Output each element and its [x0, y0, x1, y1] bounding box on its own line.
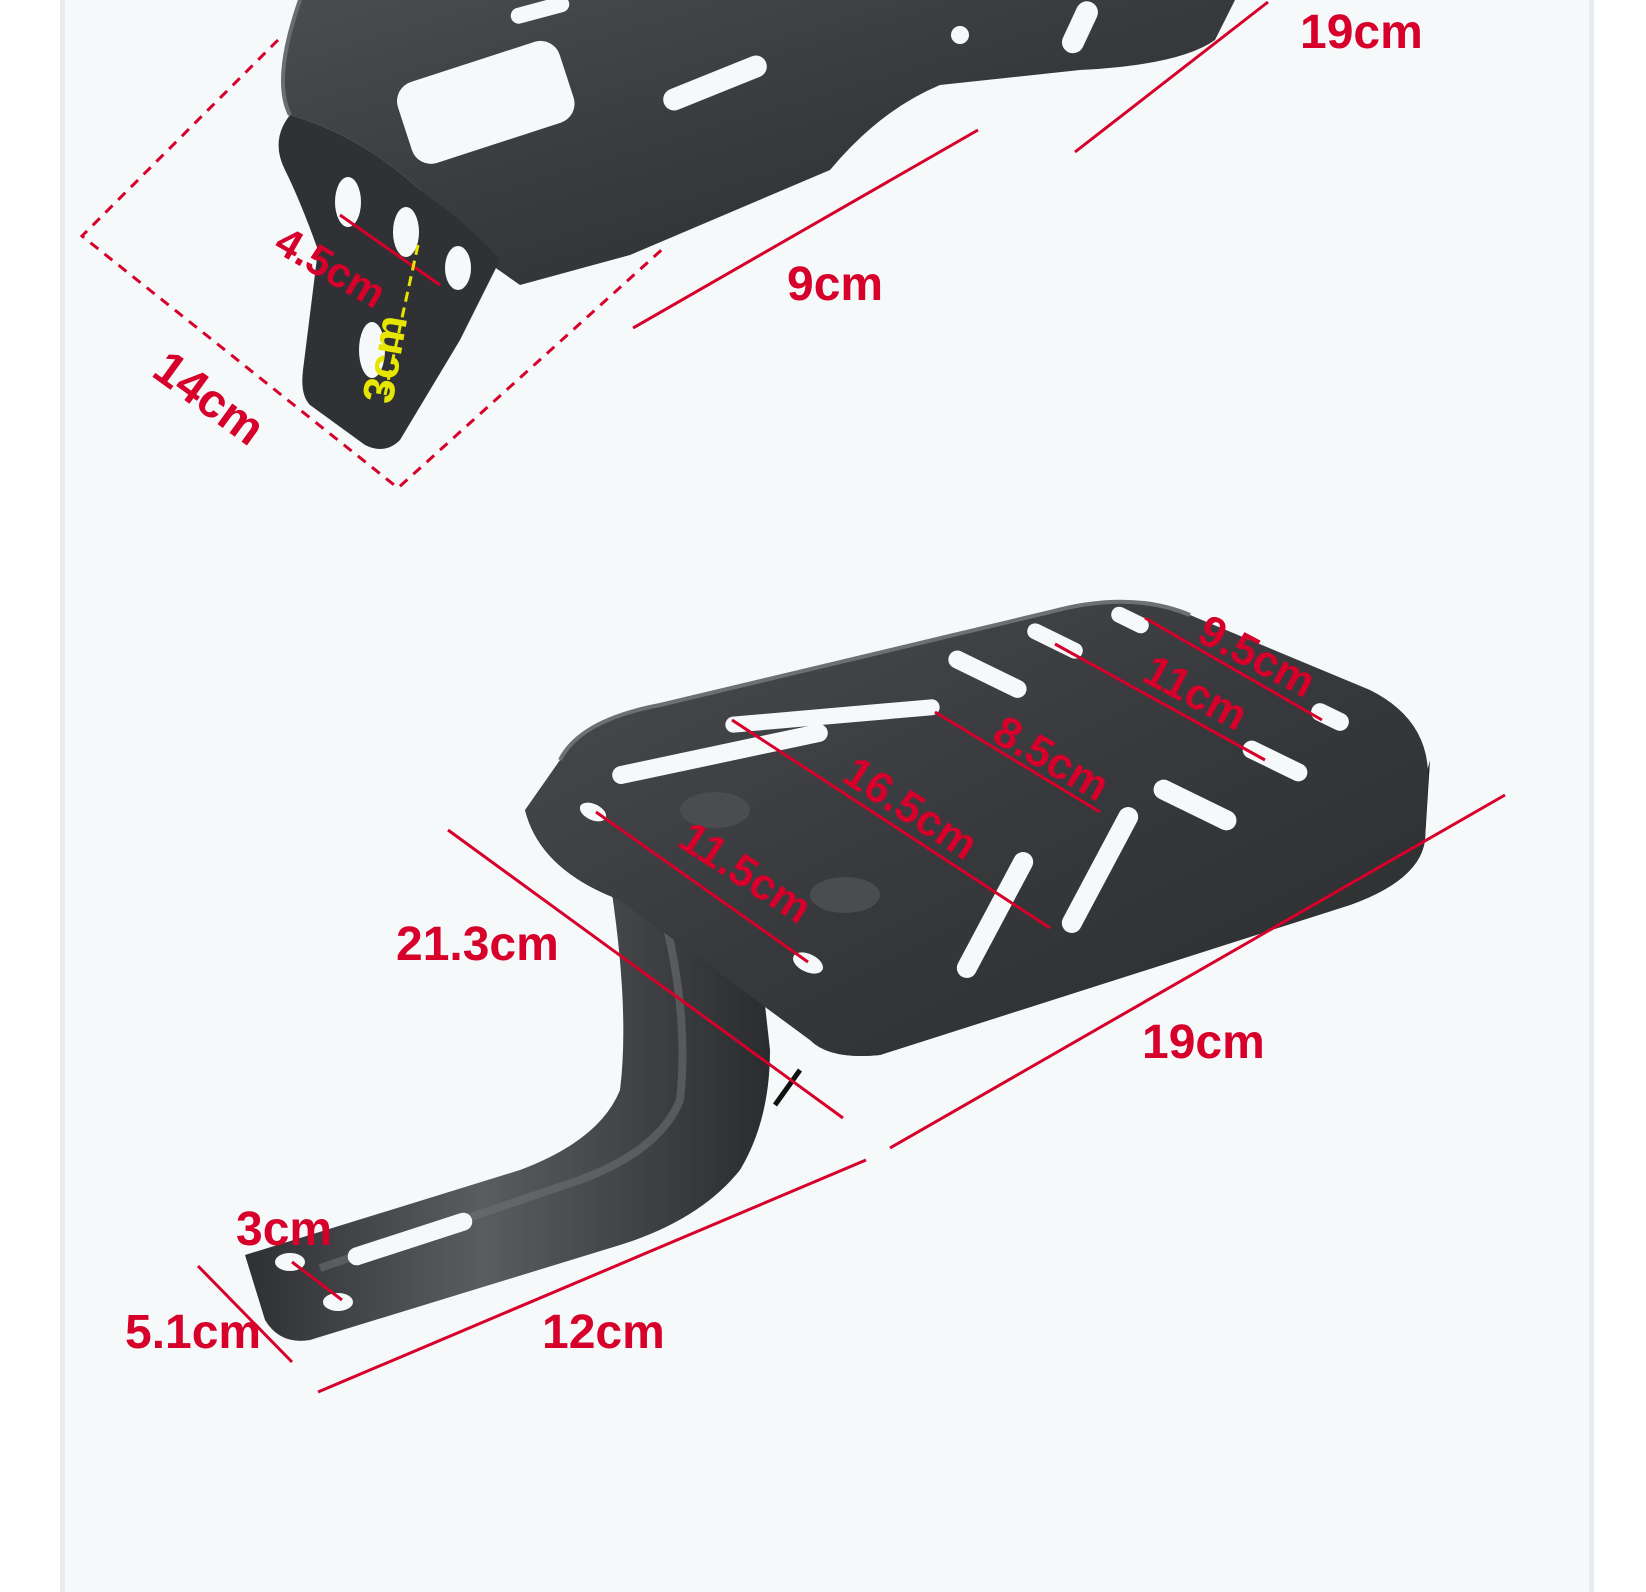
dim-line-3cm-arm — [291, 1260, 343, 1302]
top-dimensions — [79, 0, 1269, 490]
slot-c — [1111, 606, 1149, 634]
plate-highlight — [558, 599, 1191, 761]
plate-hole-1 — [579, 802, 607, 822]
plate-dimple-1 — [680, 792, 750, 828]
slot-f — [1153, 779, 1237, 831]
right-shadow — [1589, 0, 1594, 1592]
dim-line-21-3cm — [447, 828, 844, 1120]
label-19cm-top: 19cm — [1300, 6, 1423, 59]
dim-line-19cm-top — [1074, 0, 1269, 154]
top-slot-3 — [1061, 1, 1098, 54]
label-9cm: 9cm — [787, 258, 883, 311]
dim-line-16-5cm — [731, 718, 1051, 930]
label-19cm-bottom: 19cm — [1142, 1016, 1265, 1069]
dim-line-9-5cm — [1144, 616, 1323, 722]
dim-line-12cm — [317, 1158, 867, 1394]
bottom-bracket — [245, 599, 1430, 1341]
top-slot-2 — [510, 0, 570, 24]
plate-slots — [579, 606, 1349, 978]
label-14cm: 14cm — [144, 341, 274, 456]
cable — [772, 1068, 803, 1107]
slot-e — [1242, 740, 1308, 782]
top-bolt-hole — [951, 26, 969, 44]
label-12cm: 12cm — [542, 1306, 665, 1359]
bottom-arm — [245, 880, 770, 1341]
dim-line-11cm — [1054, 642, 1266, 762]
label-3cm-arm: 3cm — [236, 1203, 332, 1256]
dim-line-8-5cm — [934, 710, 1101, 814]
slot-upper-mid — [725, 699, 940, 733]
plate-dimple-2 — [810, 877, 880, 913]
slot-g — [1061, 807, 1139, 933]
dim-line-19cm-bottom — [889, 793, 1506, 1150]
slot-d — [1311, 703, 1349, 731]
arm-slot — [347, 1212, 473, 1266]
dim-line-9cm — [632, 128, 979, 330]
slot-a — [948, 650, 1027, 698]
label-5-1cm: 5.1cm — [125, 1306, 261, 1359]
top-cutout — [397, 40, 575, 164]
slot-h — [956, 852, 1034, 978]
top-bracket — [278, 0, 1235, 449]
left-shadow — [60, 0, 65, 1592]
leg-hole-4 — [359, 322, 385, 378]
arm-hole-2 — [323, 1293, 353, 1311]
dim-line-11-5cm — [595, 810, 809, 964]
dim-line-5-1cm — [196, 1264, 294, 1364]
dim-line-4-5cm — [339, 213, 441, 287]
dim-line-3cm-yellow — [383, 244, 420, 396]
slot-b — [1027, 623, 1083, 659]
top-bracket-leg — [278, 115, 500, 449]
label-21-3cm: 21.3cm — [396, 918, 559, 971]
leg-hole-2 — [393, 207, 419, 257]
leg-hole-3 — [445, 246, 471, 290]
slot-left-top — [612, 724, 828, 784]
top-slot — [663, 55, 767, 111]
bottom-dimensions — [196, 616, 1506, 1394]
